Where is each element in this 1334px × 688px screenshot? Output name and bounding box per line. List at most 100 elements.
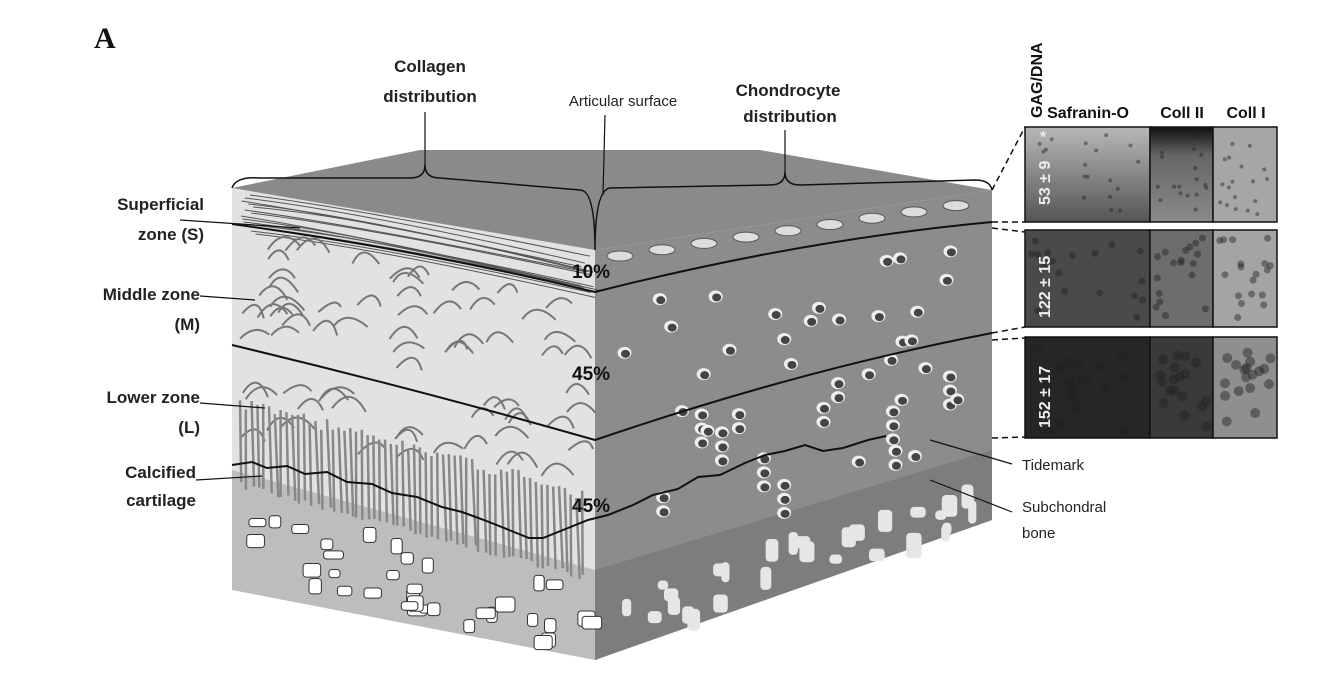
- chondrocyte-nucleus: [898, 396, 908, 405]
- collagen-fiber: [242, 381, 269, 398]
- chondrocyte: [900, 206, 928, 218]
- chondrocyte-nucleus: [760, 455, 770, 464]
- stained-cell: [1041, 149, 1046, 154]
- stained-cell: [1170, 259, 1178, 267]
- stained-cell: [1033, 345, 1044, 356]
- stained-cell: [1136, 247, 1144, 255]
- stained-cell: [1194, 250, 1202, 258]
- stained-cell: [1179, 410, 1190, 421]
- stained-cell: [1193, 207, 1198, 212]
- stained-cell: [1117, 371, 1128, 382]
- collagen-fiber: [308, 422, 313, 506]
- stained-cell: [1265, 353, 1276, 364]
- stained-cell: [1250, 408, 1261, 419]
- chondrocyte-nucleus: [911, 453, 921, 462]
- collagen-fiber: [244, 197, 585, 264]
- chondrocytes: [606, 200, 970, 519]
- collagen-fiber: [281, 313, 311, 327]
- stained-cell: [1076, 374, 1087, 385]
- collagen-fiber: [482, 396, 506, 410]
- collagen-fiber: [337, 427, 344, 514]
- collagen-fiber: [320, 386, 355, 399]
- collagen-fiber: [270, 325, 300, 337]
- stained-cell: [1130, 292, 1138, 300]
- stained-cell: [1264, 234, 1272, 242]
- collagen-fiber: [256, 405, 261, 488]
- lower-percentage: 45%: [572, 496, 610, 517]
- collagen-fiber: [296, 237, 331, 254]
- bone-fragment: [544, 618, 557, 634]
- bone-fragment: [829, 554, 843, 564]
- stained-cell: [1108, 241, 1116, 249]
- gag-value-superficial: 53 ± 9: [1037, 161, 1054, 205]
- stained-cell: [1152, 303, 1160, 311]
- stained-cell: [1242, 347, 1253, 358]
- bone-fragment: [647, 611, 662, 624]
- collagen-fiber: [540, 484, 545, 569]
- stained-cell: [1031, 237, 1039, 245]
- chondrocyte: [942, 200, 970, 212]
- collagen-fiber: [314, 420, 321, 505]
- chondrocyte-nucleus: [725, 346, 735, 355]
- chondrocyte-nucleus: [953, 396, 963, 405]
- stained-cell: [1182, 246, 1190, 254]
- stained-cell: [1260, 301, 1268, 309]
- superficial-percentage: 10%: [572, 262, 610, 283]
- histology-image: [1024, 126, 1151, 223]
- stained-cell: [1245, 383, 1256, 394]
- collagen-fiber: [297, 397, 324, 411]
- stained-cell: [1118, 425, 1129, 436]
- chondrocyte-nucleus: [780, 509, 790, 518]
- stained-cell: [1096, 289, 1104, 297]
- collagen-fiber: [396, 286, 422, 297]
- histology-image: [1149, 336, 1214, 439]
- col-coll-ii: Coll II: [1160, 105, 1204, 122]
- collagen-fiber: [446, 341, 474, 354]
- bone-fragment: [291, 524, 310, 534]
- chondrocyte-nucleus: [718, 429, 728, 438]
- chondrocyte-nucleus: [735, 411, 745, 420]
- stained-cell: [1204, 185, 1209, 190]
- bone-fragment: [663, 588, 679, 602]
- middle-boundary: [231, 332, 993, 442]
- chondrocyte-nucleus: [891, 461, 901, 470]
- collagen-fiber: [406, 449, 412, 531]
- chondrocyte: [774, 225, 802, 237]
- stained-cell: [1186, 243, 1194, 251]
- collagen-fiber: [389, 443, 395, 525]
- stained-cell: [1043, 147, 1048, 152]
- collagen-fiber: [569, 494, 573, 577]
- chondrocyte-nucleus: [659, 494, 669, 503]
- chondrocyte-nucleus: [921, 365, 931, 374]
- collagen-fiber: [540, 462, 575, 477]
- bone-fragment: [308, 578, 322, 595]
- stained-cell: [1233, 386, 1244, 397]
- chondrocyte-nucleus: [698, 411, 708, 420]
- stained-cell: [1231, 359, 1242, 370]
- stained-cell: [1170, 362, 1181, 373]
- stained-cell: [1262, 167, 1267, 172]
- chondrocyte-nucleus: [834, 394, 844, 403]
- collagen-fiber: [435, 452, 440, 540]
- stained-cell: [1065, 378, 1076, 389]
- gag-value-middle: 122 ± 15: [1037, 256, 1054, 318]
- bone-fragment: [363, 587, 382, 599]
- stained-cell: [1233, 207, 1238, 212]
- bone-fragment: [400, 601, 419, 611]
- stained-cell: [1066, 393, 1077, 404]
- collagen-fiber: [493, 398, 520, 409]
- collagen-fiber: [395, 426, 424, 439]
- collagen-fiber: [424, 452, 428, 538]
- stained-cell: [1039, 382, 1050, 393]
- chondrocyte-nucleus: [621, 349, 631, 358]
- chondrocyte-nucleus: [874, 313, 884, 322]
- stained-cell: [1239, 164, 1244, 169]
- stained-cell: [1081, 195, 1086, 200]
- col-coll-i: Coll I: [1226, 105, 1265, 122]
- chondrocyte-nucleus: [946, 248, 956, 257]
- stained-cell: [1108, 194, 1113, 199]
- stained-cell: [1180, 368, 1191, 379]
- stained-cell: [1136, 159, 1141, 164]
